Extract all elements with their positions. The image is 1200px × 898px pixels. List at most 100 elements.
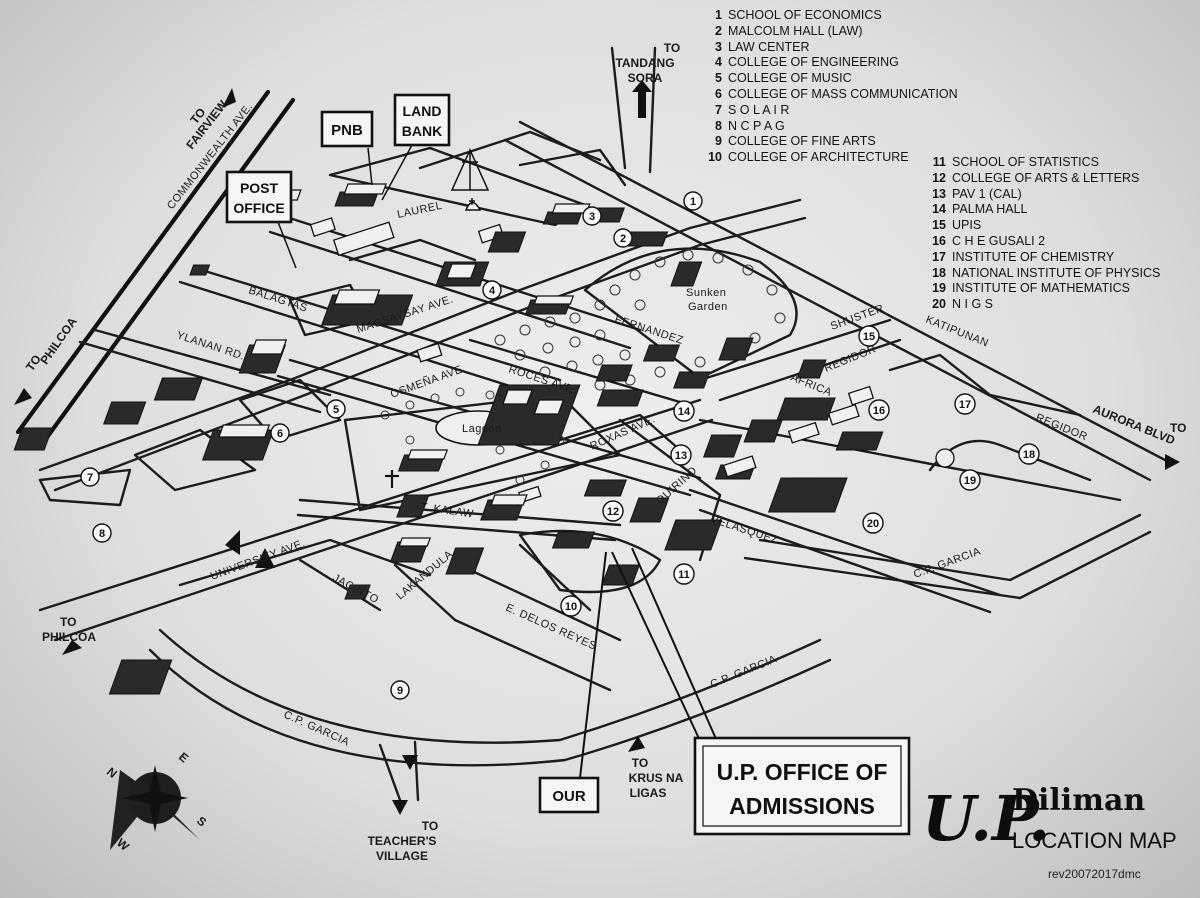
- legend-item-name: COLLEGE OF FINE ARTS: [728, 134, 876, 149]
- building: [477, 384, 581, 446]
- marker-12: 12: [602, 500, 624, 522]
- compass-rose: N E S W: [104, 750, 209, 854]
- legend-item-name: S O L A I R: [728, 102, 790, 117]
- compass-e-label: E: [176, 750, 191, 766]
- marker-18: 18: [1018, 443, 1040, 465]
- building: [344, 584, 371, 600]
- building: [102, 401, 147, 425]
- lakandula-road: [393, 563, 457, 622]
- building: [334, 183, 387, 207]
- building: [596, 389, 644, 407]
- tree: [654, 256, 666, 268]
- building: [787, 421, 820, 444]
- katipunan-road-north: [518, 120, 1167, 462]
- arrow-right-icon: [1165, 454, 1180, 470]
- svg-text:5: 5: [333, 404, 339, 416]
- roxas-loop: [558, 413, 682, 452]
- legend-item-number: 10: [708, 150, 722, 165]
- building: [601, 564, 641, 586]
- tree: [519, 324, 531, 336]
- post-office-label-2: OFFICE: [233, 200, 284, 216]
- legend-item-name: INSTITUTE OF MATHEMATICS: [952, 281, 1131, 296]
- legend-item-number: 9: [715, 134, 722, 149]
- legend-item-name: N C P A G: [728, 118, 785, 133]
- legend-item-number: 5: [715, 71, 722, 86]
- t-kalaw-label: T. KALAW: [420, 501, 475, 520]
- laurel-label: LAUREL: [396, 200, 443, 221]
- admissions-label-1: U.P. OFFICE OF: [717, 759, 888, 785]
- legend-item-number: 8: [715, 118, 722, 133]
- tree: [694, 356, 706, 368]
- tandang-sora-label-3: SORA: [628, 71, 663, 85]
- title-location-map: LOCATION MAP: [1012, 828, 1177, 853]
- magsaysay-road-south: [178, 280, 550, 400]
- compass-n-label: N: [104, 765, 120, 781]
- legend-item-number: 18: [932, 265, 946, 280]
- tree: [485, 390, 495, 400]
- tree: [569, 336, 581, 348]
- ylanan-road-south: [78, 340, 322, 414]
- svg-text:17: 17: [959, 399, 971, 411]
- svg-text:7: 7: [87, 472, 93, 484]
- legend-item-number: 16: [932, 233, 946, 248]
- cp-garcia-south-north: [158, 628, 822, 744]
- legend-item-name: C H E GUSALI 2: [952, 233, 1046, 248]
- callout-land-bank: LAND BANK: [393, 93, 451, 147]
- sunken-garden-label-2: Garden: [688, 301, 728, 313]
- tree: [514, 349, 526, 361]
- north-block-edge-2: [518, 148, 627, 187]
- teachers-road-east: [413, 740, 420, 802]
- landmark-triangle-icon: [225, 530, 240, 555]
- philcoa-bottom-label-1: TO: [60, 615, 76, 629]
- building: [642, 344, 681, 362]
- legend-item-number: 20: [932, 297, 946, 312]
- tree: [494, 334, 506, 346]
- callout-pnb: PNB: [320, 110, 374, 148]
- building: [629, 497, 670, 523]
- building: [389, 537, 432, 563]
- legend-item-number: 13: [932, 186, 946, 201]
- svg-text:14: 14: [678, 406, 691, 418]
- title-revision: rev20072017dmc: [1048, 867, 1141, 881]
- krus-na-ligas-label-3: LIGAS: [630, 786, 667, 800]
- legend-item: 20 N I G S: [924, 297, 1160, 313]
- tree: [455, 387, 465, 397]
- svg-text:18: 18: [1023, 449, 1035, 461]
- marker-3: 3: [582, 206, 602, 226]
- cp-garcia-south-south: [148, 648, 832, 767]
- svg-text:4: 4: [489, 285, 496, 297]
- marker-9: 9: [390, 680, 410, 700]
- tree: [430, 393, 440, 403]
- tree: [540, 460, 550, 470]
- legend-item-number: 11: [932, 155, 946, 169]
- building: [847, 385, 875, 406]
- our-label: OUR: [552, 788, 586, 805]
- building: [445, 547, 485, 575]
- marker-6: 6: [270, 423, 290, 443]
- legend-item-name: N I G S: [952, 297, 993, 312]
- lagoon-label: Lagoon: [462, 423, 502, 435]
- building: [776, 397, 836, 421]
- cp-garcia-mid-label: C.P. GARCIA: [709, 653, 779, 691]
- building-markers: 1 2 3 4 5 6 7 8 9 10 11 12 13 14 15 16 1…: [80, 191, 1040, 700]
- laurel-road-south: [268, 230, 632, 350]
- krus-na-ligas-label-2: KRUS NA: [629, 771, 684, 785]
- our-pointer-line: [579, 551, 607, 779]
- velasquez-road: [688, 488, 1002, 597]
- marker-13: 13: [670, 444, 692, 466]
- tree: [539, 366, 551, 378]
- tandang-sora-label-2: TANDANG: [615, 56, 674, 70]
- map-title: U.P. Diliman LOCATION MAP rev20072017dmc: [922, 782, 1177, 881]
- building: [542, 203, 591, 225]
- svg-text:13: 13: [675, 450, 687, 462]
- sunken-garden-label-1: Sunken: [686, 287, 726, 299]
- cp-garcia-right-label: C.P. GARCIA: [912, 545, 983, 581]
- building: [189, 264, 211, 276]
- svg-text:20: 20: [867, 518, 879, 530]
- legend-item: 9 COLLEGE OF FINE ARTS: [700, 134, 958, 150]
